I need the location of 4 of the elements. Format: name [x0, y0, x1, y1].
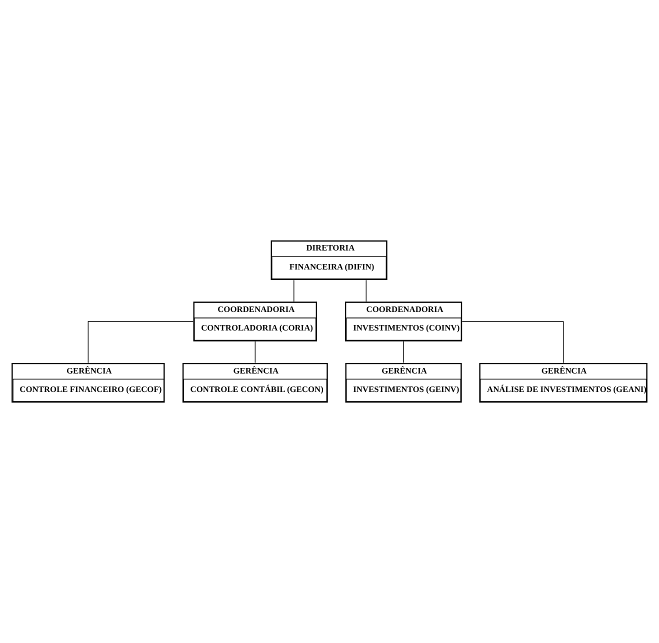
connector	[462, 321, 564, 364]
connector	[254, 341, 256, 364]
connector	[88, 321, 194, 364]
connector	[403, 341, 404, 364]
